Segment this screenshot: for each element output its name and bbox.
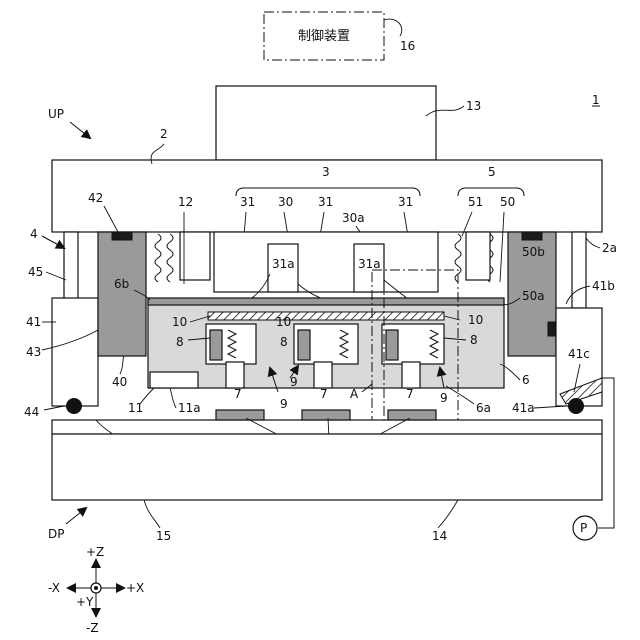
label-12: 12 — [178, 195, 193, 209]
label-41b: 41b — [592, 279, 615, 293]
roller-44 — [66, 398, 82, 414]
label-30a: 30a — [342, 211, 365, 225]
label-9-right: 9 — [440, 391, 448, 405]
rod-2a — [572, 232, 586, 308]
axis-plus-y: +Y — [76, 595, 94, 609]
label-8-right: 8 — [470, 333, 478, 347]
label-31a-left: 31a — [272, 257, 295, 271]
label-10-right: 10 — [468, 313, 483, 327]
label-2a: 2a — [602, 241, 617, 255]
label-P: P — [580, 521, 587, 535]
axis-minus-z: -Z — [86, 621, 99, 635]
label-50b: 50b — [522, 245, 545, 259]
side-block-41-left — [52, 298, 98, 406]
label-50: 50 — [500, 195, 515, 209]
base-15 — [52, 434, 602, 500]
label-8-mid: 8 — [280, 335, 288, 349]
label-31-left: 31 — [240, 195, 255, 209]
block-13 — [216, 86, 436, 160]
label-9-left: 9 — [280, 397, 288, 411]
label-7-mid: 7 — [320, 387, 328, 401]
post-50 — [466, 232, 490, 280]
label-6: 6 — [522, 373, 530, 387]
spring-12 — [155, 234, 173, 282]
clamp-40 — [98, 232, 146, 356]
post-12 — [180, 232, 210, 280]
label-40: 40 — [112, 375, 127, 389]
label-DP: DP — [48, 527, 64, 541]
label-1: 1 — [592, 93, 600, 107]
seal-right — [548, 322, 555, 336]
label-43: 43 — [26, 345, 41, 359]
block-11 — [150, 372, 198, 388]
axis-minus-x: -X — [48, 581, 60, 595]
label-31-mid: 31 — [318, 195, 333, 209]
seal-50b — [522, 232, 542, 240]
label-42: 42 — [88, 191, 103, 205]
label-6b: 6b — [114, 277, 129, 291]
workpiece-2 — [302, 410, 350, 420]
label-11a: 11a — [178, 401, 201, 415]
label-45: 45 — [28, 265, 43, 279]
up-direction-arrow — [70, 122, 90, 138]
label-8-left: 8 — [176, 335, 184, 349]
stage-14 — [52, 420, 602, 434]
top-strip-6b — [148, 298, 504, 305]
label-14: 14 — [432, 529, 447, 543]
dp-direction-arrow — [66, 508, 86, 524]
label-50a: 50a — [522, 289, 545, 303]
label-10-mid: 10 — [276, 315, 291, 329]
workpiece-3 — [388, 410, 436, 420]
axis-plus-z: +Z — [86, 545, 104, 559]
label-30: 30 — [278, 195, 293, 209]
label-13: 13 — [466, 99, 481, 113]
label-2: 2 — [160, 127, 168, 141]
axis-plus-x: +X — [126, 581, 144, 595]
label-51: 51 — [468, 195, 483, 209]
label-41c: 41c — [568, 347, 590, 361]
workpiece-1 — [216, 410, 264, 420]
label-UP: UP — [48, 107, 64, 121]
film-10 — [208, 312, 444, 320]
head-31 — [214, 232, 438, 292]
label-7-left: 7 — [234, 387, 242, 401]
roller-41a — [568, 398, 584, 414]
label-31a-right: 31a — [358, 257, 381, 271]
label-4: 4 — [30, 227, 38, 241]
label-15: 15 — [156, 529, 171, 543]
label-44: 44 — [24, 405, 39, 419]
control-device-label: 制御装置 — [298, 29, 350, 44]
label-10-left: 10 — [172, 315, 187, 329]
label-41: 41 — [26, 315, 41, 329]
label-5: 5 — [488, 165, 496, 179]
seal-42 — [112, 232, 132, 240]
label-31-right: 31 — [398, 195, 413, 209]
label-3: 3 — [322, 165, 330, 179]
label-41a: 41a — [512, 401, 535, 415]
label-A: A — [350, 387, 359, 401]
rod-45 — [64, 232, 78, 308]
label-6a: 6a — [476, 401, 491, 415]
label-16: 16 — [400, 39, 415, 53]
label-7-right: 7 — [406, 387, 414, 401]
